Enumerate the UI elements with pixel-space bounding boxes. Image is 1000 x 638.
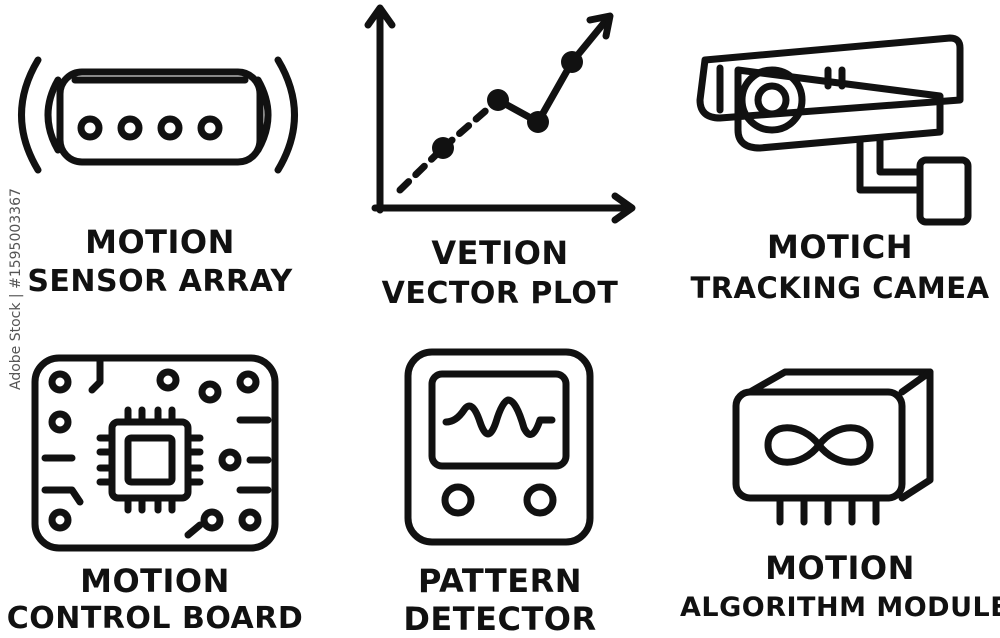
pattern-detector-icon [404,348,594,546]
tracking-camera-tile: MOTICH TRACKING CAMEA [680,0,1000,320]
pattern-detector-label: PATTERN DETECTOR [403,562,597,638]
control-board-icon [31,354,279,552]
motion-sensor-label: MOTION SENSOR ARRAY [27,223,293,299]
algorithm-module-icon [732,368,934,526]
tracking-camera-icon [696,34,972,226]
vector-plot-tile: VETION VECTOR PLOT [340,0,660,320]
pattern-detector-tile: PATTERN DETECTOR [340,340,660,638]
algorithm-module-tile: MOTION ALGORITHM MODULE [680,340,1000,638]
tracking-camera-label: MOTICH TRACKING CAMEA [690,228,990,305]
motion-sensor-icon [18,56,298,174]
vector-plot-label: VETION VECTOR PLOT [381,234,619,311]
vector-plot-icon [364,4,636,224]
algorithm-module-label: MOTION ALGORITHM MODULE [680,549,1000,623]
motion-sensor-array-tile: MOTION SENSOR ARRAY [0,0,330,310]
control-board-tile: MOTION CONTROL BOARD [0,340,330,638]
control-board-label: MOTION CONTROL BOARD [6,562,304,636]
watermark: Adobe Stock | #1595003367 [8,188,24,390]
